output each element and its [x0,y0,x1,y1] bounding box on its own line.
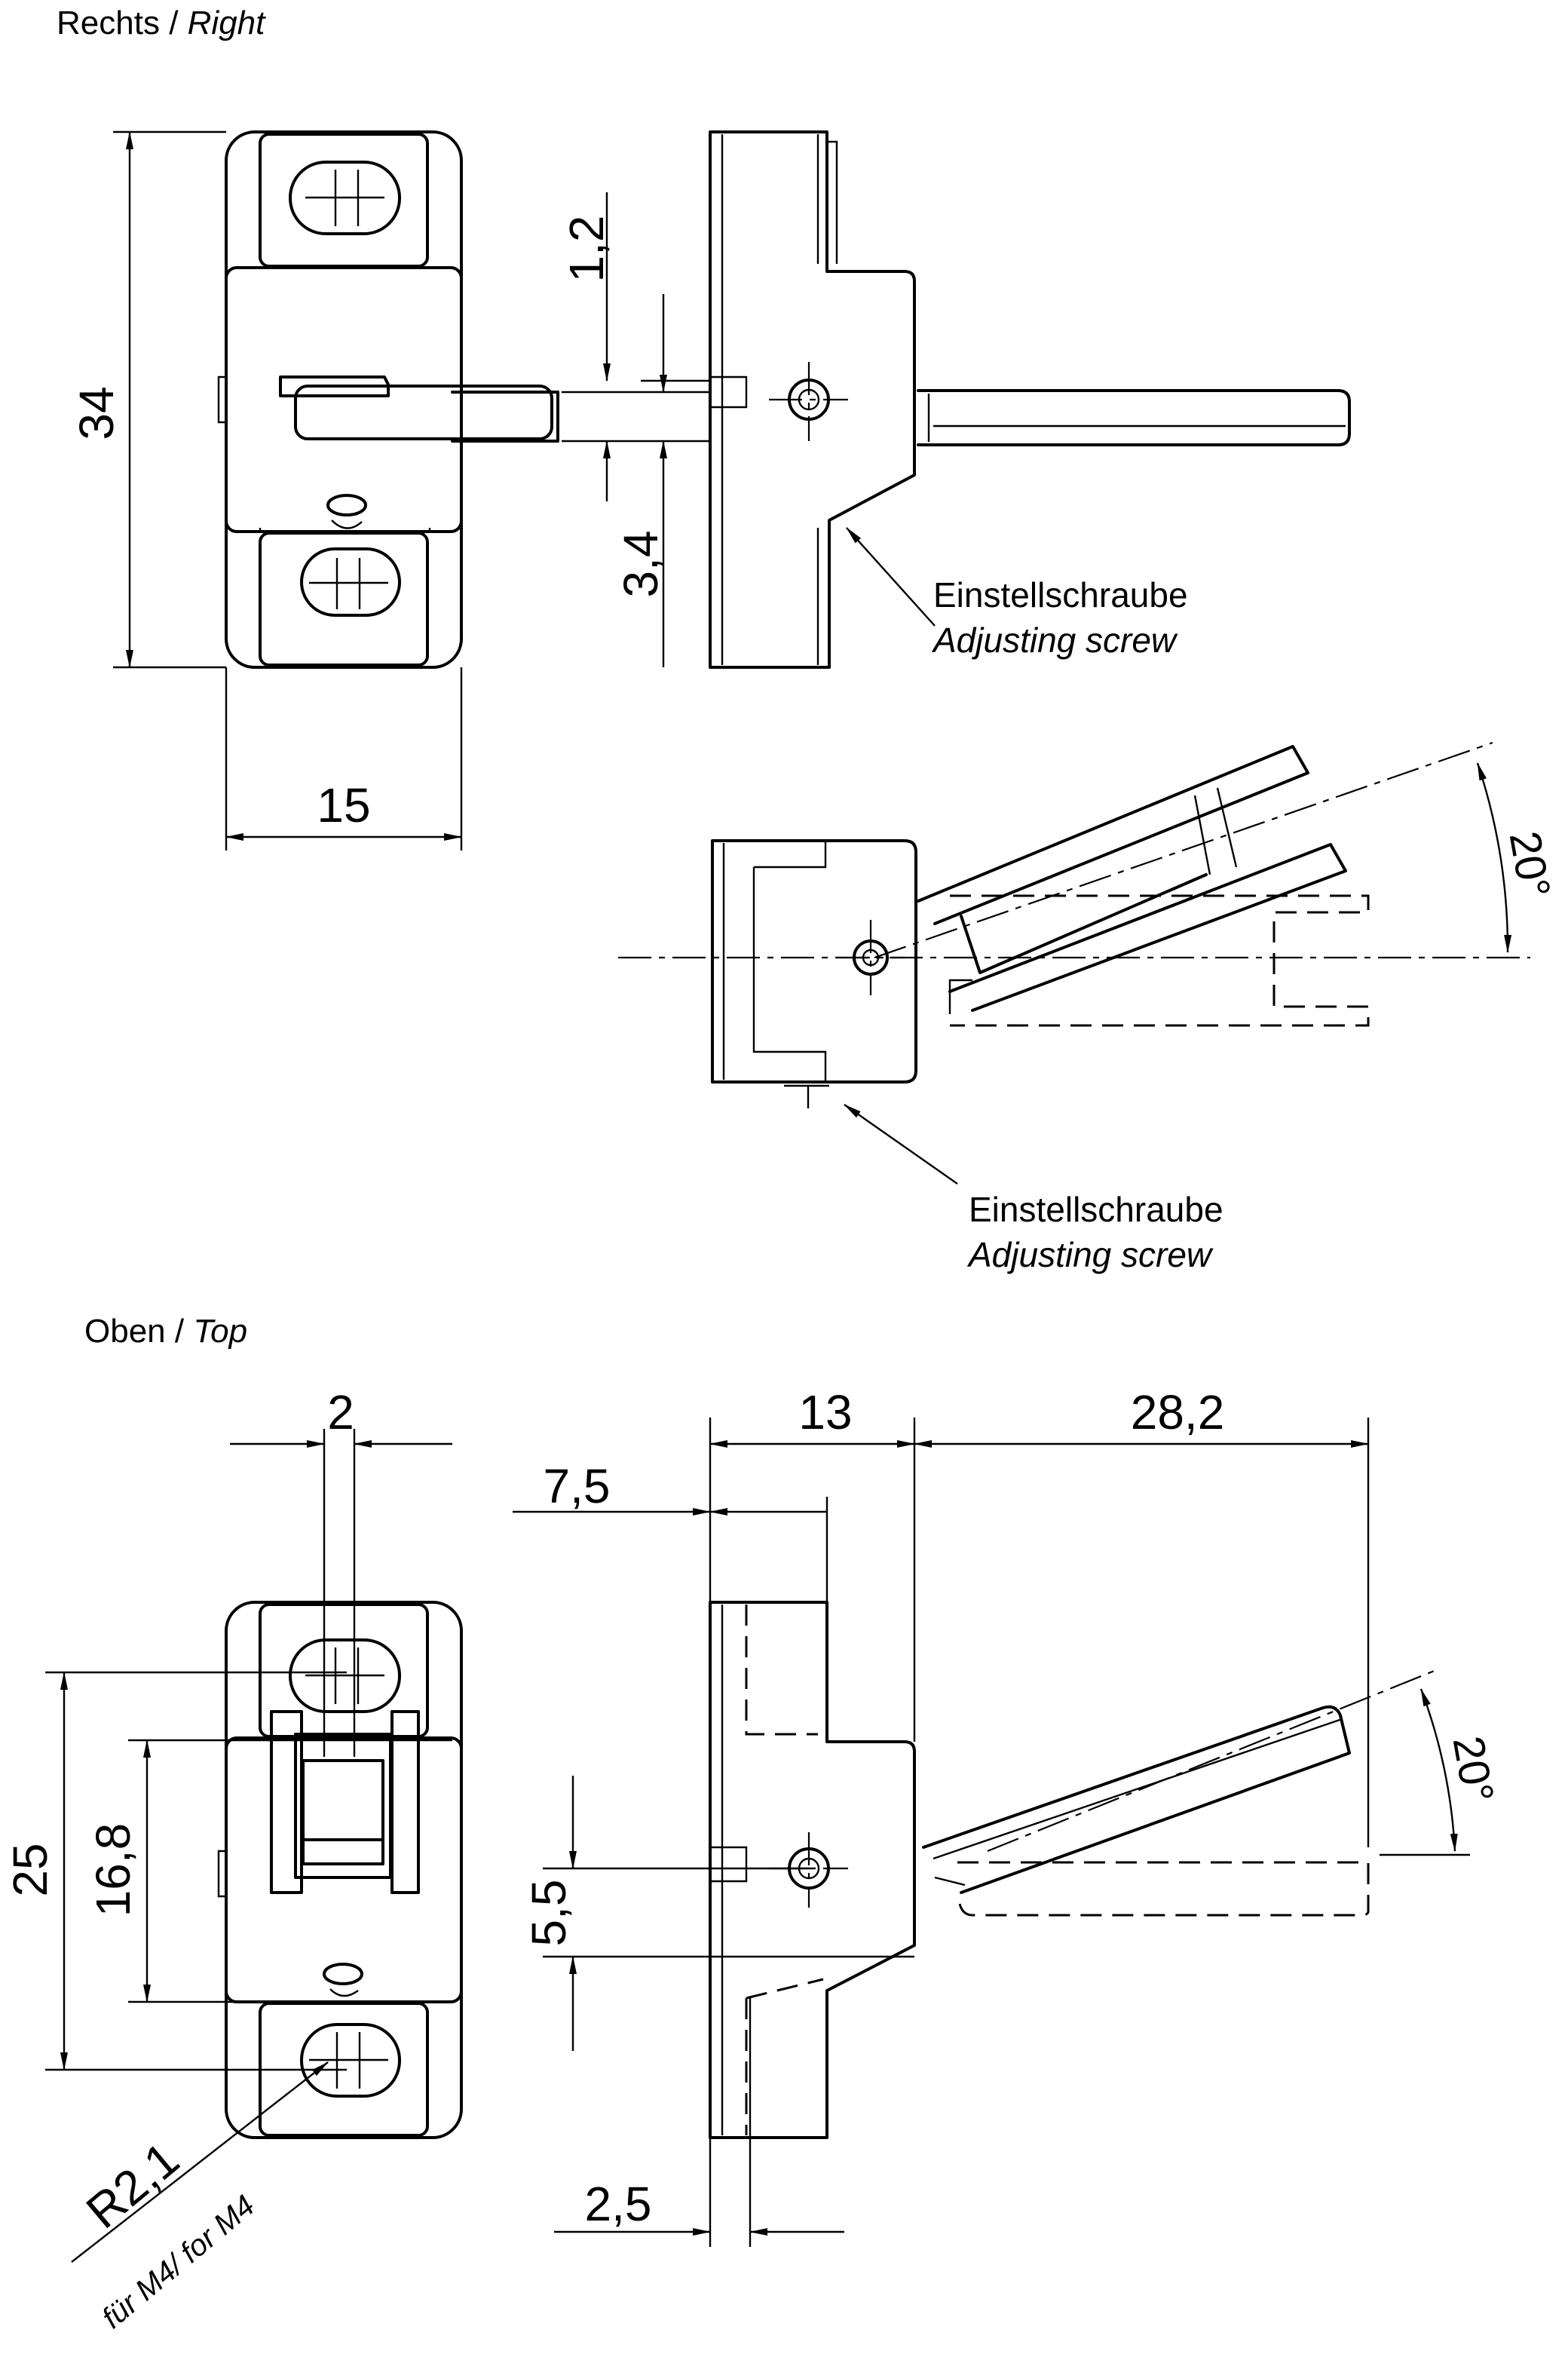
dim-width-2: 2 [327,1385,354,1439]
callout-adjusting-screw-1: Einstellschraube Adjusting screw [931,575,1188,660]
svg-text:Adjusting screw: Adjusting screw [966,1235,1214,1274]
dim-offset-5-5: 5,5 [522,1880,576,1947]
right-view-front-part [217,130,559,669]
top-view-dimensions [45,1418,1470,2263]
dim-radius-r2-1: R2,1 [76,2132,189,2239]
dim-offset-2-5: 2,5 [585,2177,652,2231]
view-title-right: Rechts / Right [57,5,266,41]
dim-angle-20-b: 20° [1444,1733,1503,1807]
dim-slot-3-4: 3,4 [614,531,668,598]
svg-text:Einstellschraube: Einstellschraube [969,1190,1223,1229]
svg-text:Oben / Top: Oben / Top [84,1313,247,1350]
dim-width-15: 15 [317,778,370,832]
right-view-side-part [709,130,1351,669]
dim-depth-13: 13 [798,1385,852,1439]
dim-length-28-2: 28,2 [1131,1385,1225,1439]
top-view-side-part [709,1601,1370,2139]
right-view-tilted-part [618,741,1530,1185]
dim-hole-16-8: 16,8 [86,1823,140,1917]
view-title-top: Oben / Top [84,1313,247,1350]
dim-angle-20-a: 20° [1500,828,1560,902]
svg-text:Adjusting screw: Adjusting screw [931,621,1178,660]
dim-slot-1-2: 1,2 [559,216,614,283]
right-view-dimensions [113,130,936,851]
callout-adjusting-screw-2: Einstellschraube Adjusting screw [966,1190,1223,1274]
top-view-front-part [217,1601,463,2139]
dim-offset-7-5: 7,5 [544,1459,611,1513]
dim-height-34: 34 [69,386,124,440]
svg-text:Rechts / Right: Rechts / Right [57,5,266,41]
dim-hole-25: 25 [3,1843,57,1896]
svg-text:Einstellschraube: Einstellschraube [933,575,1188,615]
